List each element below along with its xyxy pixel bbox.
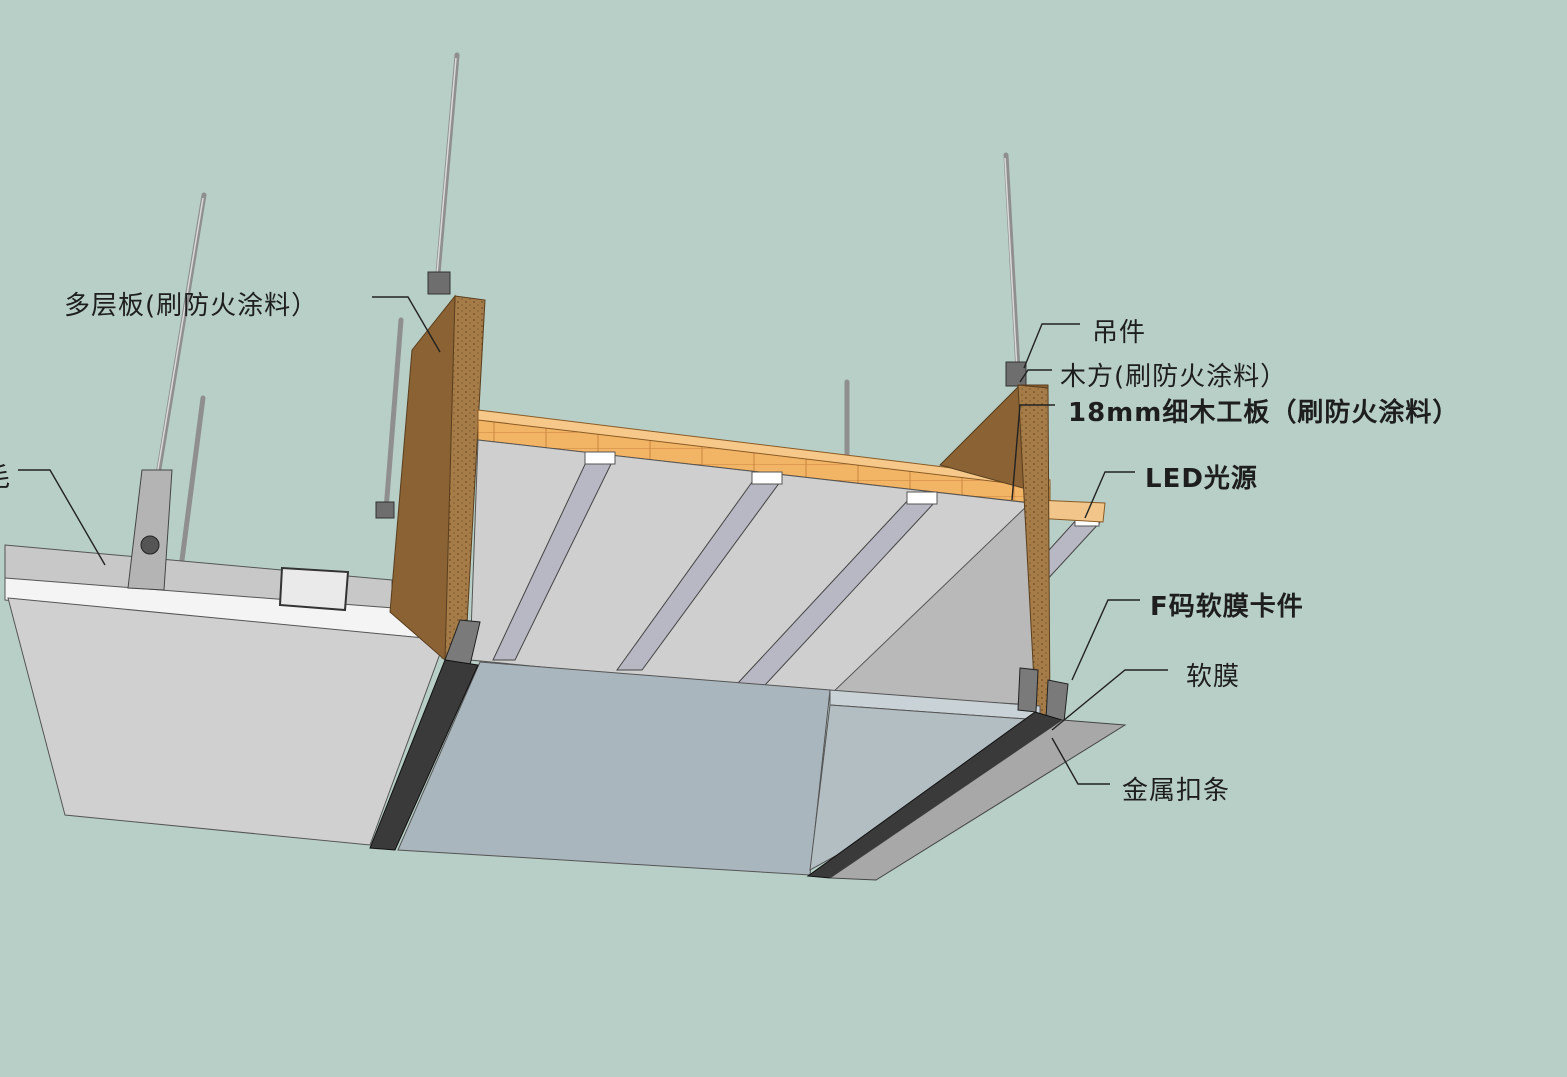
bolt-icon bbox=[140, 535, 160, 555]
hanger-label: 吊件 bbox=[1092, 318, 1147, 348]
left-cut-label: 毛 bbox=[0, 457, 11, 494]
soft-film-label: 软膜 bbox=[1186, 662, 1241, 692]
led-source-label: LED光源 bbox=[1145, 464, 1258, 494]
steel-bracket bbox=[127, 469, 173, 591]
multilayer-board-label: 多层板(刷防火涂料） bbox=[64, 291, 319, 321]
threaded-rod-highlight bbox=[156, 57, 1018, 476]
leader-lines bbox=[18, 296, 1168, 785]
f-clip-right bbox=[1017, 667, 1039, 713]
metal-strip-label: 金属扣条 bbox=[1122, 776, 1231, 806]
metal-strip-flange bbox=[828, 719, 1127, 881]
left-panel-face bbox=[7, 597, 446, 846]
f-clip-right2 bbox=[1045, 679, 1069, 723]
led-strip-icon bbox=[492, 451, 1104, 686]
f-clip-label: F码软膜卡件 bbox=[1150, 592, 1304, 622]
channel-clip bbox=[278, 566, 350, 612]
joinery-board-label: 18mm细木工板（刷防火涂料） bbox=[1068, 398, 1460, 428]
wood-batten-label: 木方(刷防火涂料） bbox=[1060, 362, 1288, 392]
metal-strip-left bbox=[369, 659, 479, 851]
